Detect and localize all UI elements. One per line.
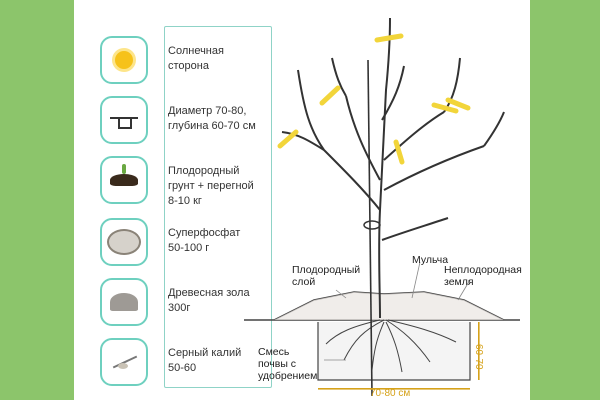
stake-tie [363,220,381,230]
legend-frame [164,26,272,388]
diagram-canvas: Солнечная сторона Диаметр 70-80, глубина… [74,0,530,400]
legend-item-superphosphate: Суперфосфат 50-100 г [94,218,324,274]
pruning-marks [277,33,471,165]
soil-mix-icon [100,156,148,204]
legend-item-wood-ash: Древесная зола 300г [94,278,324,334]
legend-item-soil-mix: Плодородный грунт + перегной 8-10 кг [94,156,324,212]
label-fertile-layer: Плодородный слой [292,264,361,288]
legend-label: Серный калий 50-60 [168,347,242,374]
legend-item-potassium-sulfate: Серный калий 50-60 [94,338,324,394]
right-green-band [530,0,600,400]
legend-panel: Солнечная сторона Диаметр 70-80, глубина… [94,20,324,390]
sun-icon [100,36,148,84]
legend-label: Суперфосфат 50-100 г [168,227,241,254]
pit-outline [317,322,471,381]
planting-diagram: Плодородный слой Мульча Неплодородная зе… [234,0,530,400]
left-green-band [0,0,74,400]
label-pit-depth: 60-70 [473,344,484,370]
legend-label: Солнечная сторона [168,45,224,72]
legend-item-pit-size: Диаметр 70-80, глубина 60-70 см [94,96,324,152]
label-soil-mix: Смесь почвы с удобрением [258,346,318,382]
legend-label: Древесная зола 300г [168,287,250,314]
legend-item-sun: Солнечная сторона [94,36,324,92]
planting-pit-icon [100,96,148,144]
dimension-marks [318,322,480,390]
label-mulch: Мульча [412,254,449,266]
label-pit-width: 70-80 см [370,388,411,399]
legend-label: Диаметр 70-80, глубина 60-70 см [168,105,256,132]
label-infertile-soil: Неплодородная земля [444,264,522,288]
potassium-sulfate-icon [100,338,148,386]
tree-planting-svg [244,17,520,397]
support-stake [367,59,373,397]
wood-ash-icon [100,278,148,326]
mound-fill [274,292,504,320]
superphosphate-icon [100,218,148,266]
callout-lines [324,261,471,361]
roots [325,319,457,373]
legend-label: Плодородный грунт + перегной 8-10 кг [168,165,254,207]
